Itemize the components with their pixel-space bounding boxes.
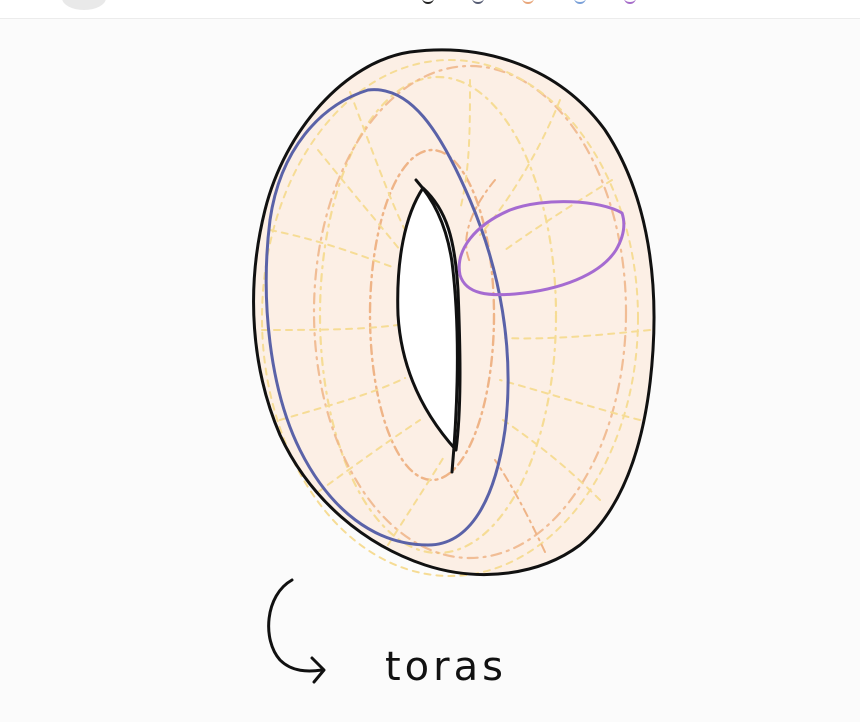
blue-pen-swatch[interactable]: [574, 0, 586, 4]
purple-meridian-loop: [457, 200, 626, 297]
drawing-canvas[interactable]: toras: [0, 19, 860, 722]
tool-button[interactable]: [62, 0, 106, 10]
curved-arrow: [267, 578, 326, 684]
torus-sketch: toras: [252, 48, 656, 690]
torus-hole-ridge: [414, 178, 459, 474]
black-pen-swatch[interactable]: [422, 0, 434, 4]
torus-label: toras: [385, 644, 507, 690]
top-toolbar: [0, 0, 860, 19]
torus-guide-lines: [261, 59, 651, 577]
orange-pen-swatch[interactable]: [522, 0, 534, 4]
slate-pen-swatch[interactable]: [472, 0, 484, 4]
torus-outline: [252, 48, 656, 576]
blue-longitude-loop: [264, 88, 510, 547]
torus-hole-outline: [396, 186, 462, 452]
purple-pen-swatch[interactable]: [624, 0, 636, 4]
